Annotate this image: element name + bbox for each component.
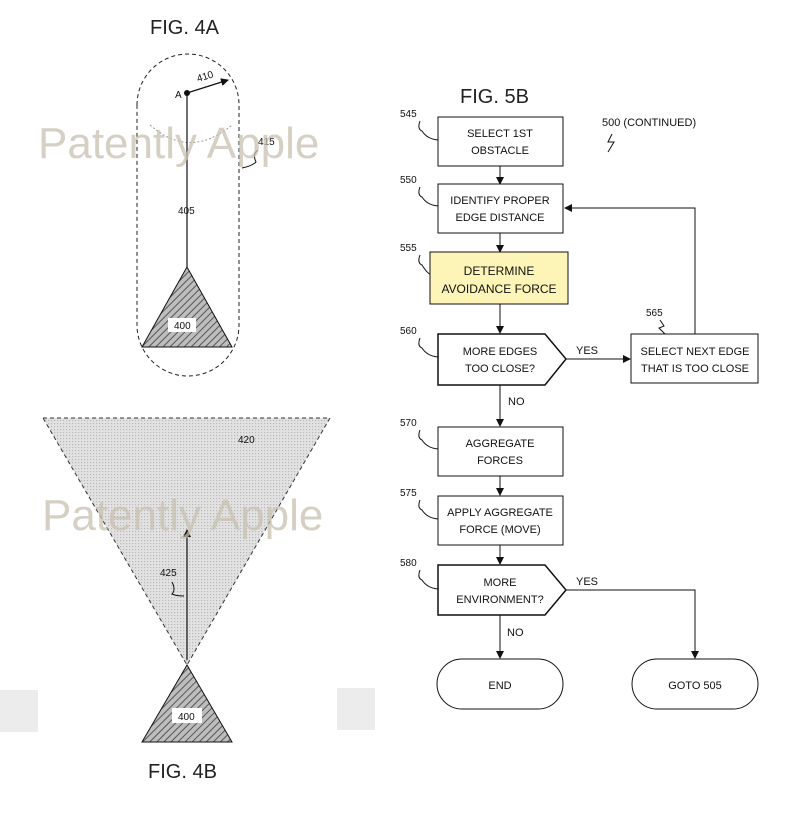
- step-560-leader: [418, 337, 439, 358]
- fig-4b-triangle-400: [141, 664, 233, 743]
- step-550-line1: IDENTIFY PROPER: [450, 195, 549, 207]
- fig-4b-ref-400: 400: [178, 712, 195, 723]
- fig-5b: FIG. 5B 500 (CONTINUED) 545 SELECT 1ST O…: [400, 86, 759, 710]
- terminal-end: [436, 658, 564, 710]
- step-580-ref: 580: [400, 558, 417, 569]
- step-545-line1: SELECT 1ST: [467, 128, 533, 140]
- fig-5b-title: FIG. 5B: [460, 86, 529, 108]
- step-575-line2: FORCE (MOVE): [459, 524, 540, 536]
- fig-4a-title: FIG. 4A: [150, 17, 220, 39]
- fig-4a-label-bg: [168, 318, 196, 332]
- step-545-line2: OBSTACLE: [471, 145, 529, 157]
- fig-4a-ref-400: 400: [174, 321, 191, 332]
- step-575-line1: APPLY AGGREGATE: [447, 507, 553, 519]
- step-570-line2: FORCES: [477, 455, 523, 467]
- step-575-ref: 575: [400, 488, 417, 499]
- step-545-ref: 545: [400, 109, 417, 120]
- step-550-line2: EDGE DISTANCE: [455, 212, 544, 224]
- fig-4a-ref-405: 405: [178, 206, 195, 217]
- step-555-line1: DETERMINE: [464, 264, 535, 278]
- step-550-ref: 550: [400, 175, 417, 186]
- terminal-goto: [631, 658, 759, 710]
- step-580-leader: [418, 569, 439, 590]
- step-560-ref: 560: [400, 326, 417, 337]
- watermark-top: Patently Apple: [38, 119, 319, 168]
- step-555-leader: [418, 254, 431, 275]
- step-555-ref: 555: [400, 243, 417, 254]
- step-570-leader: [418, 429, 439, 450]
- step-550-box: [437, 183, 564, 234]
- fig-4b-ref-425: 425: [160, 568, 177, 579]
- fig-4b-title: FIG. 4B: [148, 761, 217, 783]
- step-580-line2: ENVIRONMENT?: [456, 594, 543, 606]
- fig-4a-boundary: [136, 53, 240, 377]
- fig-4b: 420 425 400 FIG. 4B: [0, 417, 375, 783]
- step-570-box: [437, 426, 564, 477]
- step-550-leader: [418, 186, 439, 207]
- fig-4a-ref-415: 415: [258, 137, 275, 148]
- watermark-bottom: Patently Apple: [42, 491, 323, 540]
- step-555-box: [429, 251, 569, 305]
- step-545-leader: [418, 120, 439, 141]
- fig-4a-triangle-400: [141, 265, 233, 348]
- fig-4b-ref-420: 420: [238, 435, 255, 446]
- fig-5b-continued-mark: [607, 133, 615, 153]
- step-565-ref: 565: [646, 308, 663, 319]
- fig-5b-continued: 500 (CONTINUED): [602, 117, 696, 129]
- label-no-1: NO: [508, 396, 525, 408]
- step-570-line1: AGGREGATE: [466, 438, 535, 450]
- fig-4a-point-label: A: [175, 90, 182, 101]
- step-565-line1: SELECT NEXT EDGE: [640, 346, 749, 358]
- label-yes-1: YES: [576, 345, 598, 357]
- arrow-565-550: [564, 204, 696, 334]
- terminal-end-label: END: [488, 680, 511, 692]
- step-545-box: [437, 116, 564, 167]
- terminal-goto-label: GOTO 505: [668, 680, 722, 692]
- step-580-decision: [437, 564, 567, 616]
- fig-4a-vector-410: [186, 78, 229, 94]
- arrow-580-goto: [566, 589, 699, 659]
- step-560-line1: MORE EDGES: [463, 346, 538, 358]
- fig-4a: FIG. 4A 400 405 A 410 415: [136, 17, 275, 377]
- step-560-line2: TOO CLOSE?: [465, 363, 535, 375]
- fig-4b-leader-425: [171, 581, 185, 597]
- step-570-ref: 570: [400, 418, 417, 429]
- step-565-box: [630, 333, 759, 384]
- step-575-box: [437, 495, 564, 546]
- step-565-line2: THAT IS TOO CLOSE: [641, 363, 749, 375]
- step-560-decision: [437, 333, 567, 386]
- step-580-line1: MORE: [484, 577, 517, 589]
- fig-4a-leader-415: [241, 149, 259, 169]
- label-no-2: NO: [507, 627, 524, 639]
- step-565-leader: [658, 319, 666, 335]
- label-yes-2: YES: [576, 576, 598, 588]
- fig-4b-label-bg: [172, 708, 202, 723]
- step-555-line2: AVOIDANCE FORCE: [441, 282, 556, 296]
- fig-4a-ref-410: 410: [196, 69, 216, 85]
- fig-4b-side-block-left: [0, 690, 38, 732]
- fig-4a-dotted-arc: [149, 124, 233, 143]
- step-575-leader: [418, 499, 439, 520]
- fig-4b-side-block-right: [337, 688, 375, 730]
